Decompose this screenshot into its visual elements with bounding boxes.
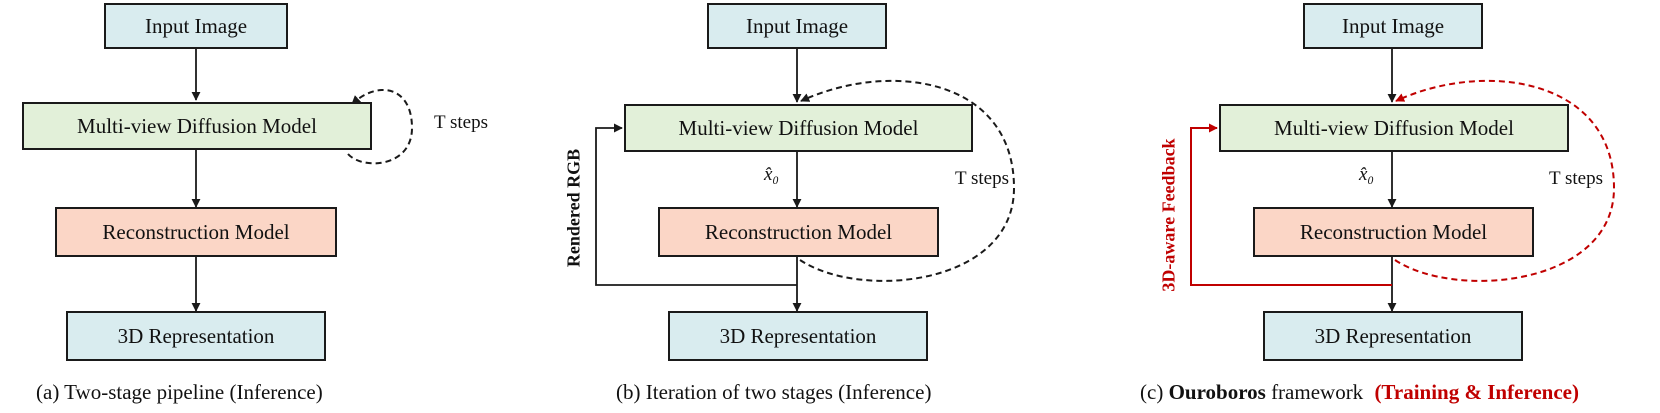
panel-b-3d-representation-box: 3D Representation [668, 311, 928, 361]
panel-b-rendered-rgb-label: Rendered RGB [563, 148, 584, 268]
panel-c-caption-training-inference: (Training & Inference) [1374, 380, 1579, 404]
panel-c-caption-prefix: (c) [1140, 380, 1164, 404]
panel-c-3d-aware-feedback-label: 3D-aware Feedback [1158, 138, 1179, 292]
panel-c-3d-representation-box: 3D Representation [1263, 311, 1523, 361]
panel-b-x0-label: x̂₀ [764, 164, 780, 185]
panel-a-caption: (a) Two-stage pipeline (Inference) [36, 380, 323, 404]
loop-t-steps [1394, 79, 1616, 282]
panel-c-t-steps-label: T steps [1549, 168, 1604, 189]
loop-t-steps [347, 89, 414, 165]
panel-c-caption: (c) Ouroboros framework (Training & Infe… [1140, 380, 1579, 405]
panel-c-caption-framework: framework [1271, 380, 1364, 404]
panel-a-diffusion-model-box: Multi-view Diffusion Model [22, 102, 372, 150]
panel-b-caption: (b) Iteration of two stages (Inference) [616, 380, 932, 404]
panel-c-diffusion-model-box: Multi-view Diffusion Model [1219, 104, 1569, 152]
panel-a-reconstruction-model-box: Reconstruction Model [55, 207, 337, 257]
panel-c-reconstruction-model-box: Reconstruction Model [1253, 207, 1534, 257]
panel-a-arrows [191, 47, 414, 312]
panel-b-t-steps-label: T steps [955, 168, 1010, 189]
panel-c-arrows [1190, 49, 1616, 312]
loop-t-steps [799, 79, 1016, 282]
panel-a-t-steps-label: T steps [434, 112, 489, 133]
feedback-3d-aware [1190, 123, 1392, 286]
panel-c-caption-ouroboros: Ouroboros [1168, 380, 1266, 404]
feedback-rendered-rgb [595, 123, 797, 286]
panel-a-3d-representation-box: 3D Representation [66, 311, 326, 361]
panel-c-x0-label: x̂₀ [1359, 164, 1375, 185]
panel-b-input-image-box: Input Image [707, 3, 887, 49]
panel-b-diffusion-model-box: Multi-view Diffusion Model [624, 104, 973, 152]
panel-a-input-image-box: Input Image [104, 3, 288, 49]
panel-c-input-image-box: Input Image [1303, 3, 1483, 49]
panel-b-reconstruction-model-box: Reconstruction Model [658, 207, 939, 257]
panel-b-arrows [595, 49, 1016, 312]
